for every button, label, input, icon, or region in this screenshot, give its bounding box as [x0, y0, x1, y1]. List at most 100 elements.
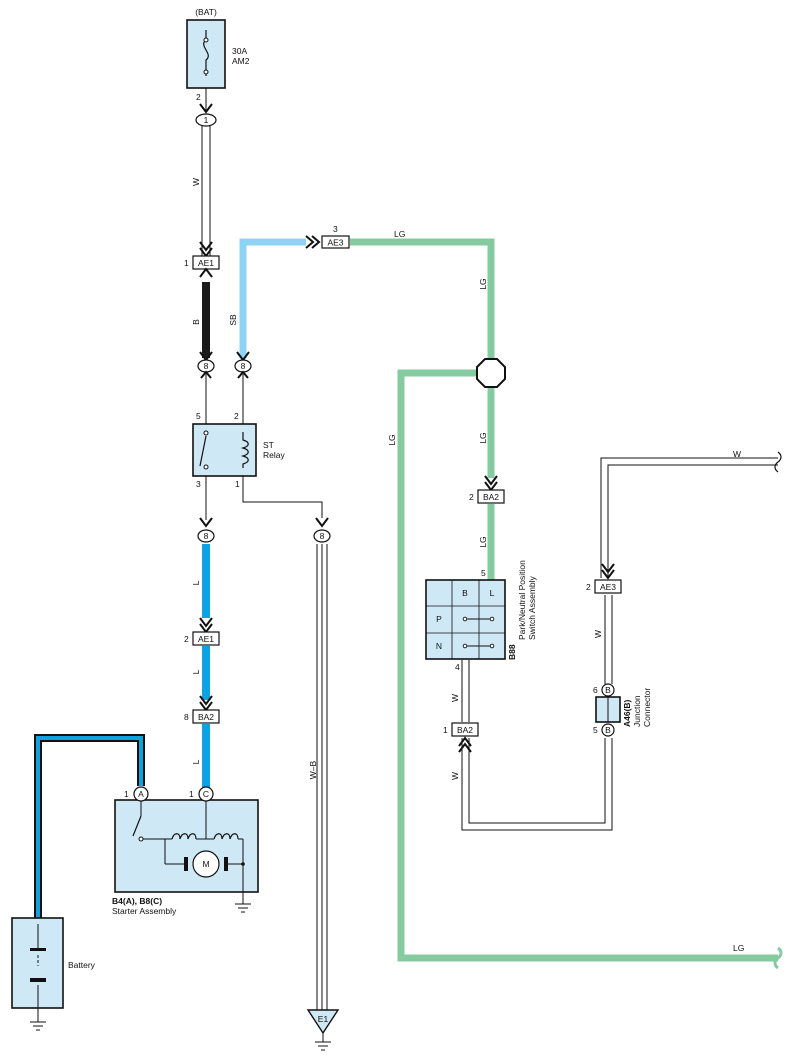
wire-lg-left [397, 369, 778, 962]
relay-coil-icon [240, 432, 249, 468]
pnp-col-b: B [462, 588, 468, 598]
wire-sb [239, 238, 306, 358]
ba2c-pin: 1 [443, 725, 448, 735]
arrow-icon [199, 267, 213, 278]
ae1-pin: 1 [184, 258, 189, 268]
connector-ae1-lower [192, 631, 220, 646]
pin8-b: 8 [241, 361, 246, 371]
wire-label-w-top: W [191, 178, 201, 186]
relay-pin2: 2 [234, 411, 239, 421]
pin8-a: 8 [204, 361, 209, 371]
ground-icon [30, 1008, 46, 1031]
ground-icon [235, 903, 251, 913]
ae3-label: AE3 [327, 238, 343, 248]
connector-ba2 [192, 709, 220, 724]
ae3-pin: 3 [333, 224, 338, 234]
st-relay-label-2: Relay [263, 450, 285, 460]
bat-label: (BAT) [195, 7, 217, 17]
wire-label-lg-v1: LG [478, 278, 488, 289]
jc-code: A46(B) [622, 699, 632, 727]
wire-label-lg-bottom: LG [733, 943, 744, 953]
wire-label-lg-left: LG [387, 434, 397, 445]
splice-junction [476, 358, 506, 388]
wire-lg-top [350, 238, 495, 358]
pnp-name-2: Switch Assembly [527, 575, 537, 640]
connector-8-d [313, 529, 331, 543]
ba2-pin: 8 [184, 712, 189, 722]
pnp-row-n: N [436, 641, 442, 651]
wire-label-w-jc: W [593, 630, 603, 638]
pnp-name-1: Park/Neutral Position [517, 560, 527, 640]
wire-label-l1: L [191, 580, 201, 585]
pnp-pin5: 5 [481, 568, 486, 578]
jc-pin6-num: 6 [593, 685, 598, 695]
e1-label: E1 [318, 1014, 329, 1024]
jc-pin5-num: 5 [593, 725, 598, 735]
wire-w-pnp [461, 660, 613, 831]
wire-label-w-pnp: W [450, 694, 460, 702]
ba2b-label: BA2 [483, 492, 499, 502]
starter-coil2-icon [213, 833, 239, 840]
relay-pin3: 3 [196, 479, 201, 489]
relay-switch-icon [199, 435, 207, 467]
ae1b-label: AE1 [198, 634, 214, 644]
battery: Battery [11, 917, 96, 1009]
connector-ae3-right [594, 579, 622, 594]
wire-w-fuse-ae1 [201, 126, 211, 256]
jc-name-2: Connector [642, 688, 652, 727]
wire-relay-1 [242, 476, 323, 518]
wire-label-lg-h: LG [394, 229, 405, 239]
starter-assembly: A 1 C 1 M B4(A), B8(C) Starter Assembly [112, 786, 259, 916]
arrow-icon [315, 517, 329, 528]
starter-pin-a-num: 1 [124, 789, 129, 799]
pnp-pin4: 4 [455, 662, 460, 672]
arrow-icon [199, 103, 213, 114]
ae1-label: AE1 [198, 258, 214, 268]
wire-label-w-low: W [450, 772, 460, 780]
arrow-icon [200, 370, 212, 379]
wire-label-lg-v2: LG [478, 432, 488, 443]
starter-pin-a-label: A [138, 789, 144, 799]
jc-pin6-label: B [605, 685, 611, 695]
wire-label-l3: L [191, 759, 201, 764]
fuse-name: AM2 [232, 56, 250, 66]
junction-connector: B 6 B 5 A46(B) Junction Connector [593, 683, 652, 737]
jc-pin5 [601, 723, 615, 737]
relay-pin1: 1 [235, 479, 240, 489]
wire-label-w-right: W [733, 449, 741, 459]
relay-pin5: 5 [196, 411, 201, 421]
arrow-icon [305, 235, 321, 249]
connector-ba2-mid [477, 489, 505, 504]
starter-switch-icon [132, 815, 142, 837]
wire-break-icon [773, 946, 783, 970]
pin-2-top: 2 [196, 92, 201, 102]
pnp-code: B88 [507, 644, 517, 660]
fuse-amp: 30A [232, 46, 247, 56]
pin8-c: 8 [204, 531, 209, 541]
jc-pin5-label: B [605, 725, 611, 735]
wire-break-icon [774, 451, 782, 473]
park-neutral-switch: B L P N 5 4 B88 Park/Neutral Position Sw… [425, 560, 537, 672]
wire-label-lg-v3: LG [478, 536, 488, 547]
switch-contact-icon [462, 616, 495, 649]
wire-label-l2: L [191, 669, 201, 674]
connector-1-top [195, 113, 217, 127]
motor-label: M [202, 859, 209, 869]
starter-coil-icon [171, 833, 197, 840]
starter-pin-c-label: C [203, 789, 209, 799]
connector-ae3 [321, 235, 350, 249]
jc-name-1: Junction [632, 695, 642, 727]
jc-pin6 [601, 683, 615, 697]
ba2b-pin: 2 [469, 492, 474, 502]
fuse-am2: (BAT) 30A AM2 [186, 7, 250, 89]
battery-icon [30, 948, 46, 951]
arrow-icon [199, 517, 213, 528]
pin-1-top: 1 [204, 115, 209, 125]
wire-w-right [600, 457, 778, 684]
arrow-icon [237, 370, 249, 379]
pnp-row-p: P [436, 614, 442, 624]
arrow-icon [484, 475, 498, 492]
wire-b-l [34, 734, 145, 918]
connector-8-c [197, 529, 215, 543]
